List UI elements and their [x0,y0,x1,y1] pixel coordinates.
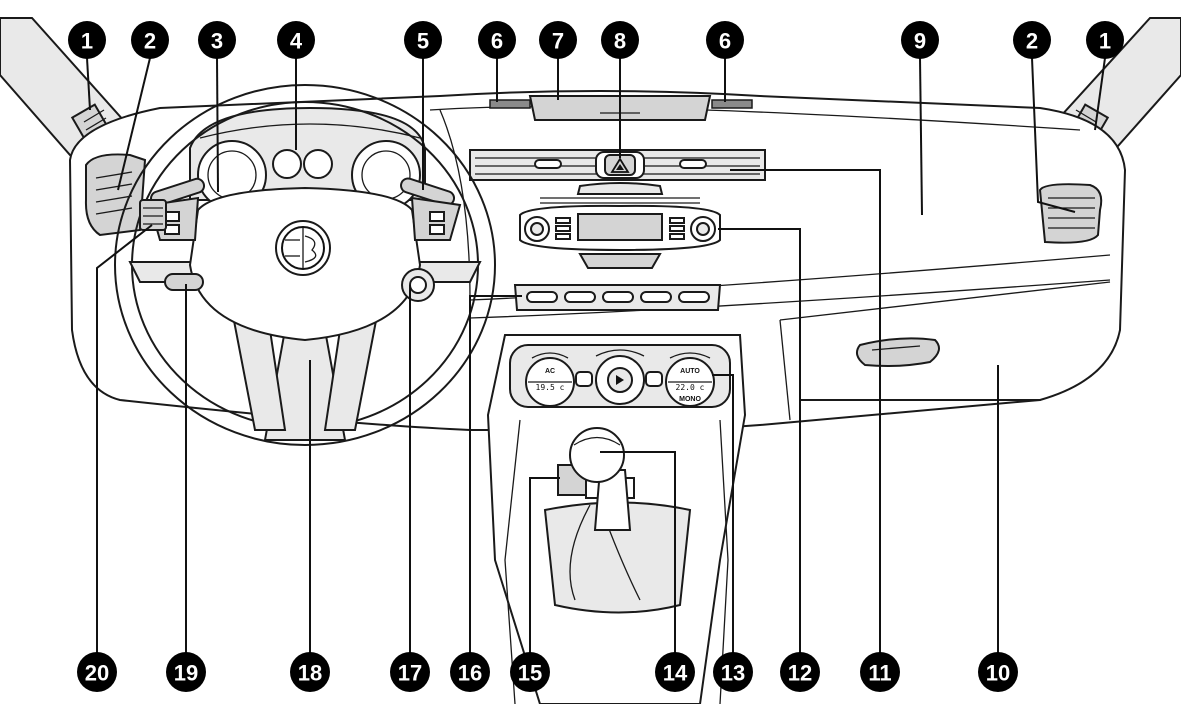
callout-4: 4 [277,21,315,59]
svg-text:1: 1 [1099,29,1111,54]
callout-1-left: 1 [68,21,106,59]
light-control-knob[interactable] [139,199,167,231]
svg-text:11: 11 [868,661,891,686]
svg-text:18: 18 [298,661,322,686]
gear-lever[interactable] [557,427,635,531]
callout-8: 8 [601,21,639,59]
svg-text:3: 3 [211,29,223,54]
switch-5[interactable] [678,291,710,303]
ac-label: AC [545,368,555,375]
svg-text:5: 5 [417,29,429,54]
switch-4[interactable] [640,291,672,303]
gear-boot [543,501,692,614]
svg-text:19: 19 [174,661,198,686]
callout-6-left: 6 [478,21,516,59]
radio-unit [519,182,721,269]
hazard-warning-button[interactable] [595,151,645,179]
svg-text:6: 6 [719,29,731,54]
leader-lines [86,57,1106,672]
switch-1[interactable] [526,291,558,303]
svg-text:12: 12 [788,661,812,686]
svg-text:17: 17 [398,661,422,686]
glove-box [779,281,1111,421]
callout-10: 10 [978,652,1018,692]
svg-text:4: 4 [290,29,303,54]
left-side-vent [84,153,147,237]
svg-text:8: 8 [614,29,626,54]
svg-text:7: 7 [552,29,564,54]
callout-3: 3 [198,21,236,59]
callout-13: 13 [713,652,753,692]
callout-2-right: 2 [1013,21,1051,59]
svg-text:13: 13 [721,661,745,686]
fan-speed-dial[interactable] [595,355,645,405]
recirculation-button[interactable] [575,371,593,387]
callout-14: 14 [655,652,695,692]
windscreen-demister-vents [489,99,753,109]
switch-3[interactable] [602,291,634,303]
steering-right-controls[interactable] [410,196,462,241]
auto-label: AUTO [680,368,700,375]
callout-20: 20 [77,652,117,692]
callout-6-right: 6 [706,21,744,59]
svg-text:16: 16 [458,661,482,686]
callout-19: 19 [166,652,206,692]
svg-text:2: 2 [144,29,156,54]
callout-15: 15 [510,652,550,692]
mono-label: MONO [679,396,701,403]
radio-left-knob[interactable] [524,216,550,242]
svg-text:20: 20 [85,661,109,686]
callout-16: 16 [450,652,490,692]
callout-9: 9 [901,21,939,59]
rear-defrost-button[interactable] [645,371,663,387]
svg-text:14: 14 [663,661,688,686]
svg-text:1: 1 [81,29,93,54]
radio-right-knob[interactable] [690,216,716,242]
svg-text:9: 9 [914,29,926,54]
callout-11: 11 [860,652,900,692]
right-temp-readout: 22.0 c [676,383,705,392]
svg-text:2: 2 [1026,29,1038,54]
svg-text:15: 15 [518,661,542,686]
ignition-switch[interactable] [401,268,435,302]
brand-emblem-icon [275,220,331,276]
right-temp-dial[interactable]: AUTO 22.0 c MONO [665,357,715,407]
glove-box-handle[interactable] [855,337,940,367]
switch-2[interactable] [564,291,596,303]
callout-17: 17 [390,652,430,692]
svg-text:10: 10 [986,661,1010,686]
steering-adjust-lever[interactable] [164,273,204,291]
svg-text:6: 6 [491,29,503,54]
left-temp-readout: 19.5 c [536,383,565,392]
callout-5: 5 [404,21,442,59]
callout-1-right: 1 [1086,21,1124,59]
callout-2-left: 2 [131,21,169,59]
callout-12: 12 [780,652,820,692]
indicator-stalk[interactable] [399,177,456,207]
left-temp-dial[interactable]: AC 19.5 c [525,357,575,407]
callout-18: 18 [290,652,330,692]
right-side-vent [1038,183,1103,244]
callout-7: 7 [539,21,577,59]
